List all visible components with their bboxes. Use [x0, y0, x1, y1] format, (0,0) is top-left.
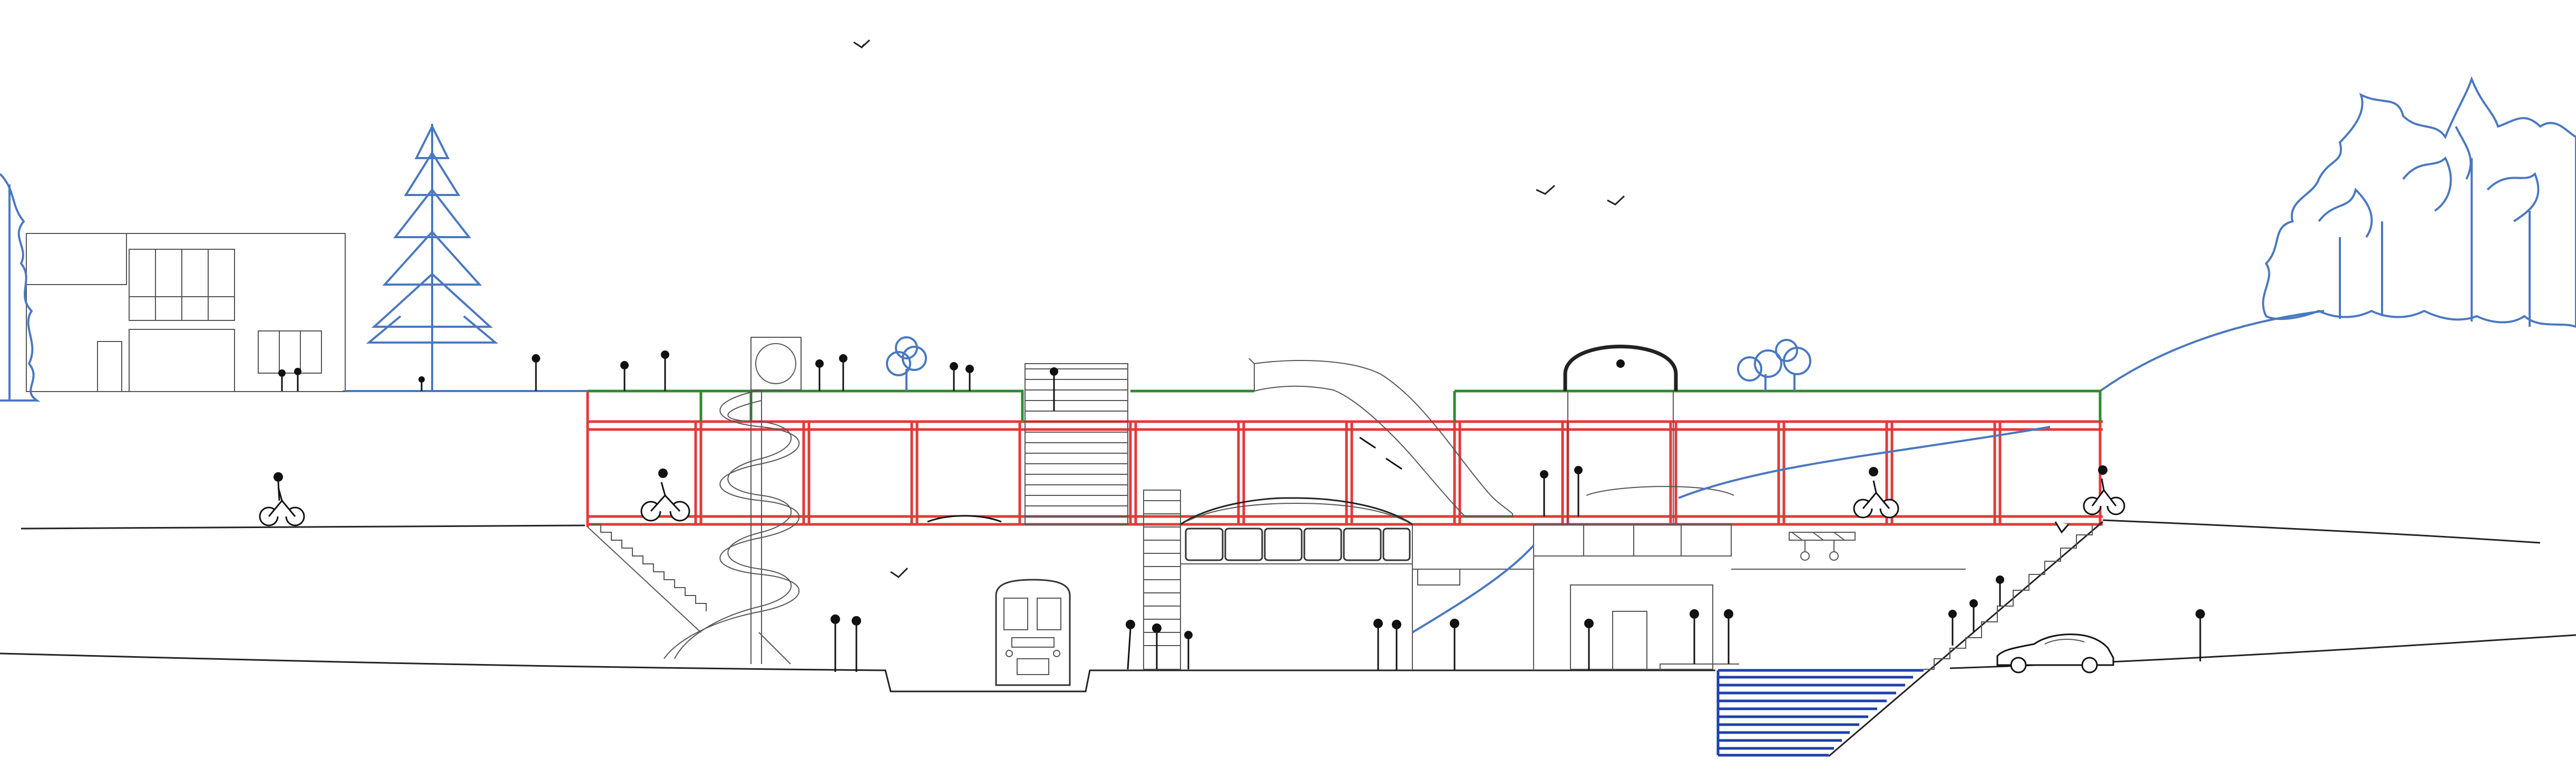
building-left [26, 233, 346, 392]
curve-low [1411, 544, 1535, 633]
landscape-curves [1411, 426, 2051, 633]
cyclists [259, 465, 2125, 526]
landscape-hill [2099, 310, 2325, 392]
red-frame [586, 391, 2103, 527]
roof-garden [345, 389, 2102, 422]
upper-ground-right [2102, 519, 2541, 544]
birds [853, 39, 1625, 578]
car [1996, 633, 2114, 674]
cyclist-left [259, 472, 305, 526]
curve-mid [1678, 426, 2051, 499]
amphitheatre-steps [1828, 521, 2103, 757]
pine-tree [366, 124, 499, 391]
water-basin [1660, 663, 1924, 757]
roof-trees [886, 336, 1811, 391]
cyclist-frame [1853, 467, 1899, 519]
arched-skylight [1533, 345, 1966, 670]
cyclist-right [2083, 465, 2125, 515]
lower-ground [0, 652, 1715, 692]
vaulted-hall [1180, 497, 1534, 669]
upper-ground-left [21, 524, 586, 530]
tree-left-edge [0, 173, 41, 402]
people-steps [1948, 521, 2070, 646]
pedestrians [278, 350, 2205, 672]
tree-cluster-right [2099, 76, 2576, 392]
people-roof [815, 354, 1625, 411]
stair-tower [1024, 363, 1181, 670]
spiral-slide [663, 337, 802, 664]
cyclist-mid [640, 469, 690, 522]
stage-rig [1789, 532, 1856, 561]
stair-left [587, 524, 791, 665]
people-frame-level [927, 436, 1583, 523]
people-left-building [278, 350, 669, 391]
long-slide [1248, 358, 1513, 517]
metro-train [995, 579, 1071, 686]
people-ground [831, 609, 2205, 672]
